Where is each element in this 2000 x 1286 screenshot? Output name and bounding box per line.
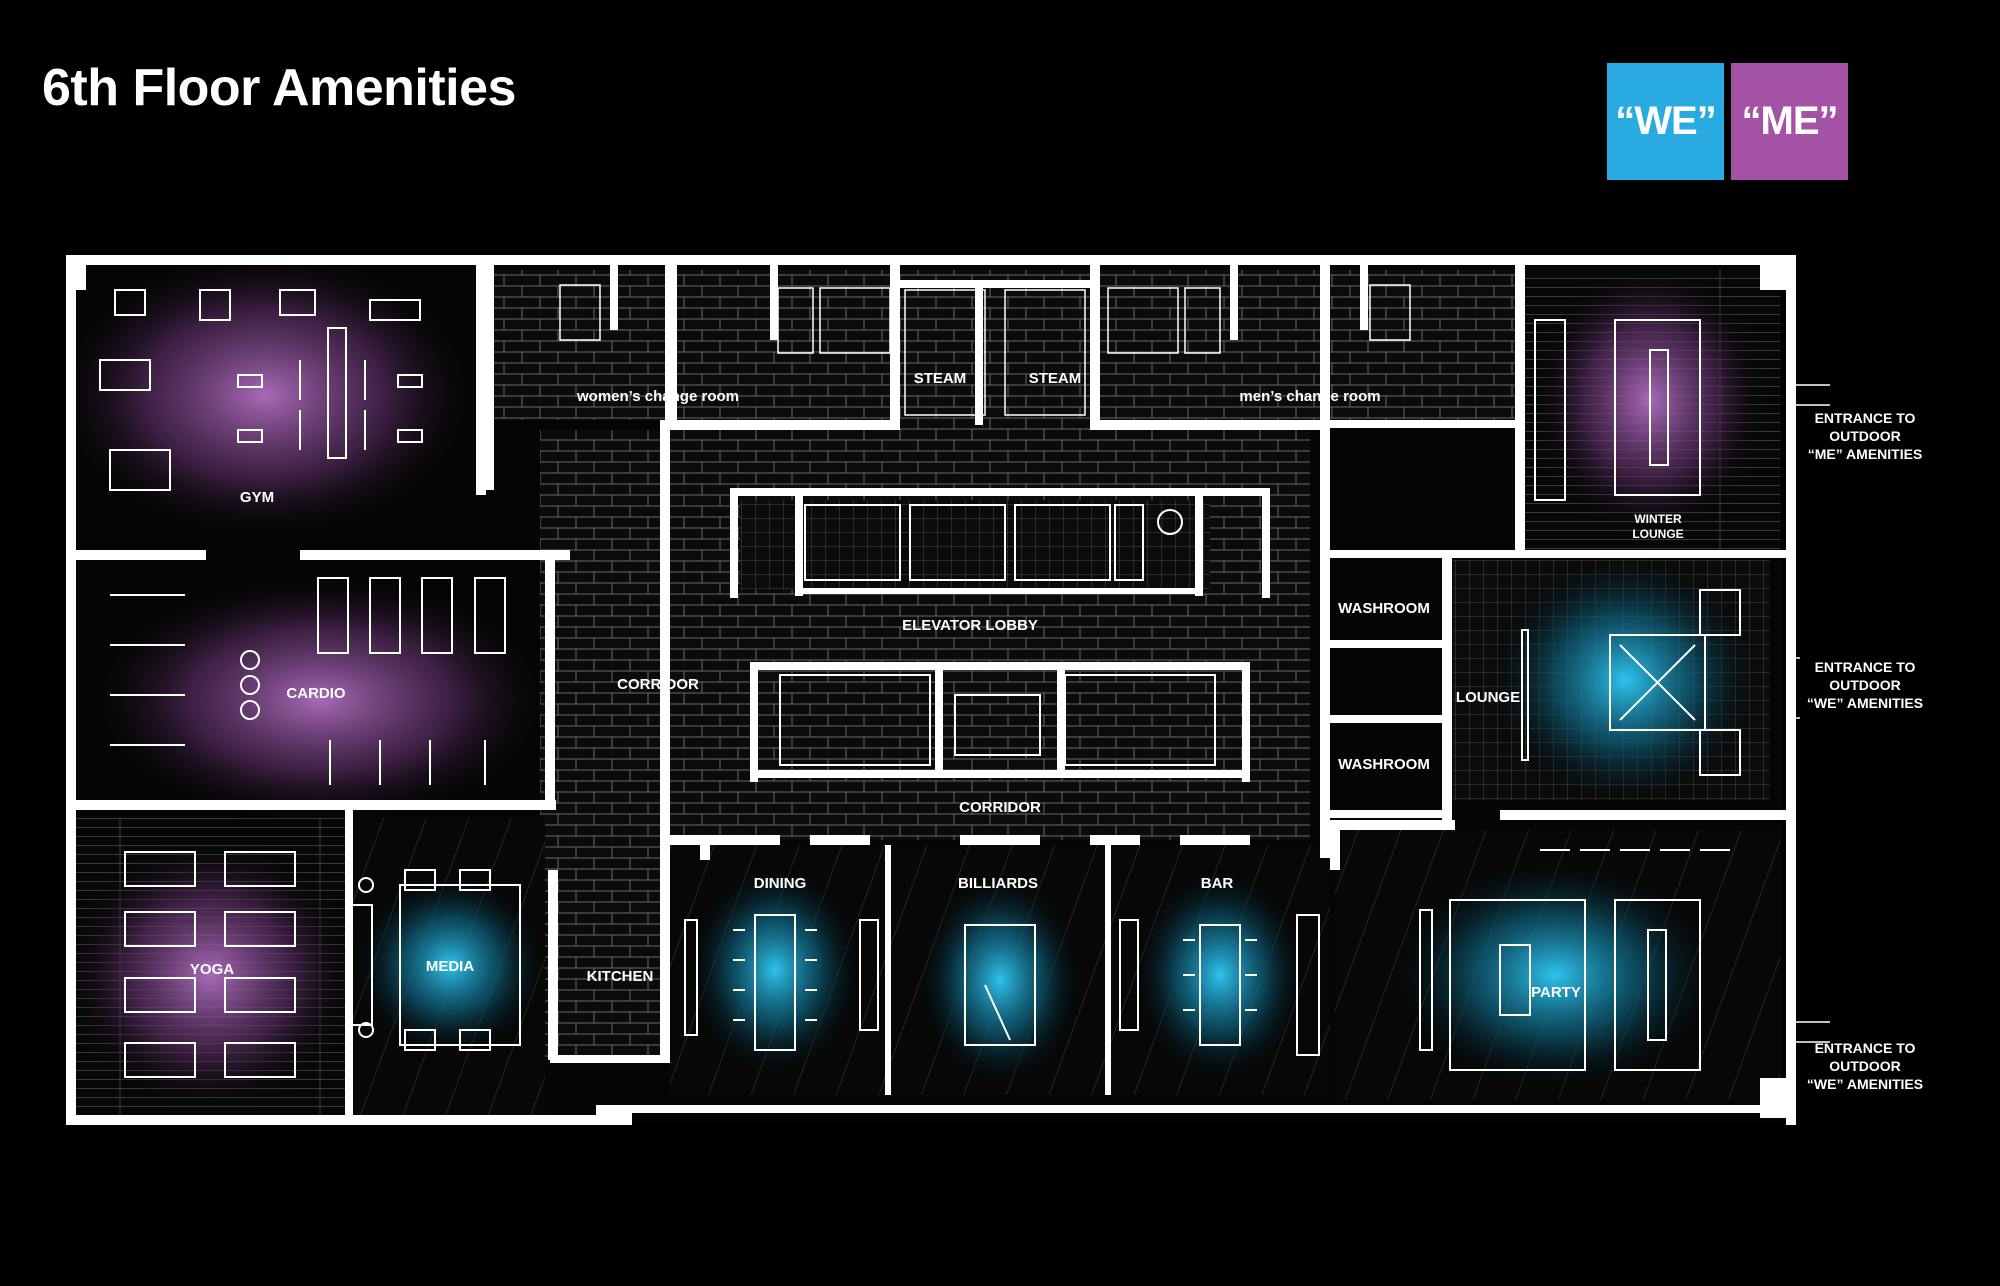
- room-label-billiards: BILLIARDS: [958, 875, 1038, 892]
- entrance-label-we-1: ENTRANCE TO OUTDOOR “WE” AMENITIES: [1800, 658, 1930, 712]
- media-furniture: [349, 869, 521, 1051]
- entrance-label-line: “WE” AMENITIES: [1806, 695, 1924, 711]
- cardio-zone: [80, 570, 560, 830]
- entrance-label-line: ENTRANCE TO: [1814, 410, 1916, 426]
- entrance-label-line: ENTRANCE TO: [1814, 1040, 1916, 1056]
- entrance-label-line: “WE” AMENITIES: [1806, 1076, 1924, 1092]
- cardio-equipment: [110, 577, 506, 785]
- billiards-zone: [915, 870, 1085, 1090]
- room-label-yoga: YOGA: [190, 961, 234, 978]
- entrance-markers: [1796, 384, 1830, 1043]
- elevators: [779, 504, 1216, 766]
- room-label-gym: GYM: [240, 489, 274, 506]
- entrance-label-line: “ME” AMENITIES: [1807, 446, 1923, 462]
- room-label-cardio: CARDIO: [286, 685, 345, 702]
- entrance-label-line: OUTDOOR: [1829, 677, 1901, 693]
- entrance-label-line: OUTDOOR: [1829, 428, 1901, 444]
- party-zone: [1385, 855, 1725, 1095]
- lounge-zone: [1485, 550, 1765, 810]
- winter-lounge-furniture: [1534, 319, 1701, 501]
- party-furniture: [1419, 849, 1730, 1071]
- room-label-corridor-south: CORRIDOR: [959, 799, 1041, 816]
- room-label-mens-change: men’s change room: [1239, 388, 1380, 405]
- change-room-floor: [480, 270, 1520, 420]
- legend-we-swatch: “WE”: [1607, 63, 1724, 180]
- room-label-steam-1: STEAM: [914, 370, 967, 387]
- room-label-bar: BAR: [1201, 875, 1234, 892]
- room-label-lounge: LOUNGE: [1456, 689, 1520, 706]
- room-label-media: MEDIA: [426, 958, 475, 975]
- corridor-floor: [540, 430, 670, 1060]
- room-label-party: PARTY: [1531, 984, 1581, 1001]
- dining-billiards-bar: [684, 914, 1320, 1056]
- room-label-winter-lounge-2: LOUNGE: [1632, 527, 1683, 541]
- room-label-washroom-2: WASHROOM: [1338, 756, 1430, 773]
- entrance-label-line: ENTRANCE TO: [1814, 659, 1916, 675]
- page-title: 6th Floor Amenities: [42, 59, 516, 117]
- room-label-kitchen: KITCHEN: [587, 968, 654, 985]
- room-label-washroom-1: WASHROOM: [1338, 600, 1430, 617]
- dining-zone: [685, 860, 865, 1080]
- entrance-label-we-2: ENTRANCE TO OUTDOOR “WE” AMENITIES: [1800, 1039, 1930, 1093]
- bar-zone: [1130, 865, 1310, 1085]
- room-label-dining: DINING: [754, 875, 807, 892]
- room-label-corridor-west: CORRIDOR: [617, 676, 699, 693]
- entrance-label-line: OUTDOOR: [1829, 1058, 1901, 1074]
- entrance-label-me: ENTRANCE TO OUTDOOR “ME” AMENITIES: [1800, 409, 1930, 463]
- gym-equipment: [99, 289, 423, 491]
- room-label-elevator-lobby: ELEVATOR LOBBY: [902, 617, 1038, 634]
- yoga-zone: [60, 835, 360, 1115]
- yoga-mats: [124, 851, 296, 1078]
- room-label-winter-lounge-1: WINTER: [1634, 512, 1682, 526]
- room-label-womens-change: women’s change room: [576, 388, 739, 405]
- room-label-steam-2: STEAM: [1029, 370, 1082, 387]
- lounge-furniture: [1521, 589, 1741, 776]
- legend-me-swatch: “ME”: [1731, 63, 1848, 180]
- change-room-fixtures: [559, 284, 1411, 416]
